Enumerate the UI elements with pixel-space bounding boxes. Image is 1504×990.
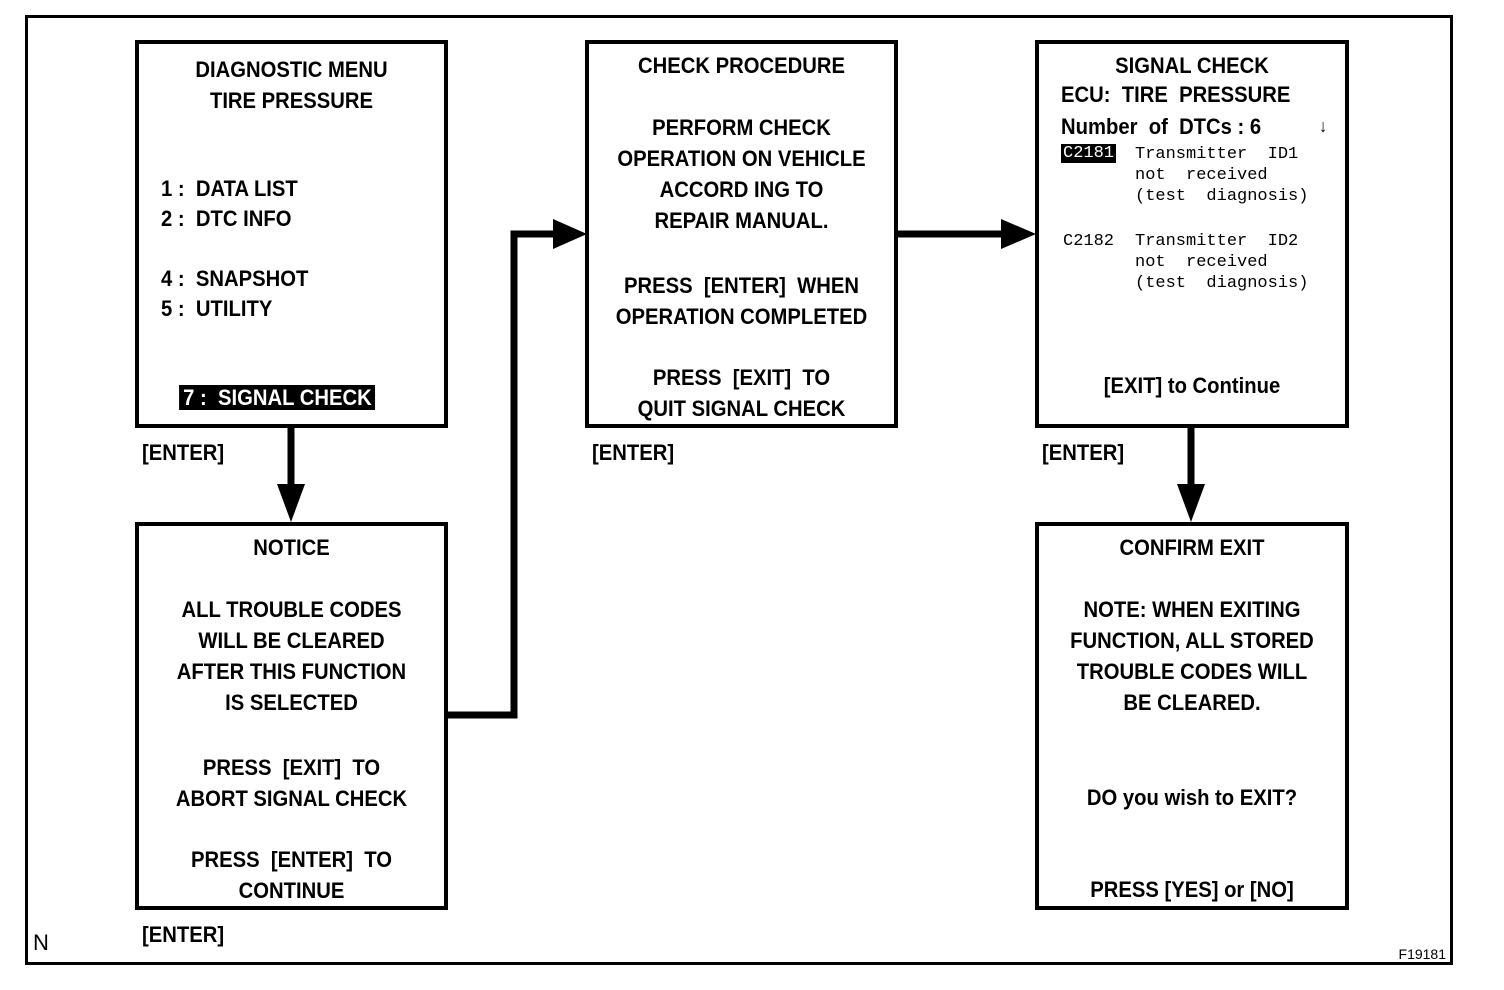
menu-title-line-1: DIAGNOSTIC MENU (195, 57, 388, 82)
confirm-exit-screen: CONFIRM EXIT NOTE: WHEN EXITING FUNCTION… (1035, 522, 1349, 910)
notice-line-4: IS SELECTED (225, 690, 358, 715)
menu-title-line-2: TIRE PRESSURE (209, 88, 374, 113)
confirm-note-line-1: NOTE: WHEN EXITING (1083, 597, 1301, 622)
signal-enter-key-label: [ENTER] (1042, 440, 1125, 465)
signal-check-title: SIGNAL CHECK (1115, 53, 1269, 78)
procedure-line-1: PERFORM CHECK (652, 115, 831, 140)
notice-body: ALL TROUBLE CODES WILL BE CLEARED AFTER … (151, 594, 432, 718)
procedure-enter-key-label: [ENTER] (592, 440, 675, 465)
arrow-head-notice-to-procedure (553, 219, 587, 249)
notice-press-exit-line-1: PRESS [EXIT] TO (202, 755, 381, 780)
diagnostic-menu-screen: DIAGNOSTIC MENU TIRE PRESSURE 1 : DATA L… (135, 40, 448, 428)
procedure-press-enter: PRESS [ENTER] WHEN OPERATION COMPLETED (601, 270, 882, 332)
confirm-exit-note: NOTE: WHEN EXITING FUNCTION, ALL STORED … (1051, 594, 1333, 718)
confirm-note-line-2: FUNCTION, ALL STORED (1070, 628, 1314, 653)
dtc-desc-c2181: Transmitter ID1 not received (test diagn… (1135, 145, 1309, 206)
confirm-note-line-4: BE CLEARED. (1123, 690, 1261, 715)
dtc-code-c2181[interactable]: C2181 (1061, 144, 1117, 163)
procedure-line-3: ACCORD ING TO (659, 177, 824, 202)
procedure-press-enter-line-1: PRESS [ENTER] WHEN (623, 273, 860, 298)
notice-screen: NOTICE ALL TROUBLE CODES WILL BE CLEARED… (135, 522, 448, 910)
dtc-code-c2182[interactable]: C2182 (1063, 232, 1115, 251)
menu-item-dtc-info[interactable]: 2 : DTC INFO (161, 206, 292, 231)
notice-press-enter-line-1: PRESS [ENTER] TO (191, 847, 392, 872)
procedure-press-enter-line-2: OPERATION COMPLETED (615, 304, 868, 329)
figure-id: F19181 (1398, 946, 1446, 962)
notice-line-3: AFTER THIS FUNCTION (176, 659, 407, 684)
procedure-press-exit-line-1: PRESS [EXIT] TO (652, 365, 831, 390)
arrow-head-signal-to-confirm (1177, 484, 1205, 522)
corner-mark: N (33, 930, 49, 955)
arrow-head-procedure-to-signal (1001, 219, 1036, 249)
menu-item-utility[interactable]: 5 : UTILITY (161, 296, 273, 321)
arrow-notice-to-procedure (448, 230, 556, 719)
menu-enter-key-label: [ENTER] (142, 440, 225, 465)
menu-item-signal-check-label: 7 : SIGNAL CHECK (179, 385, 376, 410)
signal-check-screen: SIGNAL CHECK ECU: TIRE PRESSURE Number o… (1035, 40, 1349, 428)
menu-item-signal-check[interactable]: 7 : SIGNAL CHECK (157, 353, 376, 443)
menu-item-data-list[interactable]: 1 : DATA LIST (161, 176, 298, 201)
dtc-desc-c2182: Transmitter ID2 not received (test diagn… (1135, 232, 1309, 293)
notice-line-2: WILL BE CLEARED (198, 628, 385, 653)
confirm-note-line-3: TROUBLE CODES WILL (1076, 659, 1308, 684)
arrow-head-menu-to-notice (277, 484, 305, 522)
confirm-exit-title: CONFIRM EXIT (1119, 535, 1265, 560)
confirm-exit-prompt: PRESS [YES] or [NO] (1090, 877, 1294, 902)
notice-press-enter-line-2: CONTINUE (238, 878, 345, 903)
notice-line-1: ALL TROUBLE CODES (181, 597, 402, 622)
menu-title: DIAGNOSTIC MENU TIRE PRESSURE (151, 54, 432, 116)
ecu-label: ECU: TIRE PRESSURE (1061, 82, 1291, 107)
procedure-title: CHECK PROCEDURE (638, 53, 845, 78)
procedure-line-2: OPERATION ON VEHICLE (617, 146, 866, 171)
notice-title: NOTICE (253, 535, 330, 560)
notice-press-exit-line-2: ABORT SIGNAL CHECK (175, 786, 408, 811)
procedure-instructions: PERFORM CHECK OPERATION ON VEHICLE ACCOR… (601, 112, 882, 236)
notice-enter-key-label: [ENTER] (142, 922, 225, 947)
notice-press-exit: PRESS [EXIT] TO ABORT SIGNAL CHECK (151, 752, 432, 814)
notice-press-enter: PRESS [ENTER] TO CONTINUE (151, 844, 432, 906)
procedure-press-exit-line-2: QUIT SIGNAL CHECK (637, 396, 846, 421)
confirm-exit-question: DO you wish to EXIT? (1086, 785, 1298, 810)
scroll-down-icon[interactable]: ↓ (1319, 116, 1328, 136)
diagram-frame (25, 15, 1453, 965)
procedure-press-exit: PRESS [EXIT] TO QUIT SIGNAL CHECK (601, 362, 882, 424)
dtc-count: Number of DTCs : 6 (1061, 114, 1262, 139)
menu-item-snapshot[interactable]: 4 : SNAPSHOT (161, 266, 309, 291)
check-procedure-screen: CHECK PROCEDURE PERFORM CHECK OPERATION … (585, 40, 898, 428)
procedure-line-4: REPAIR MANUAL. (654, 208, 829, 233)
signal-check-footer: [EXIT] to Continue (1103, 373, 1281, 398)
